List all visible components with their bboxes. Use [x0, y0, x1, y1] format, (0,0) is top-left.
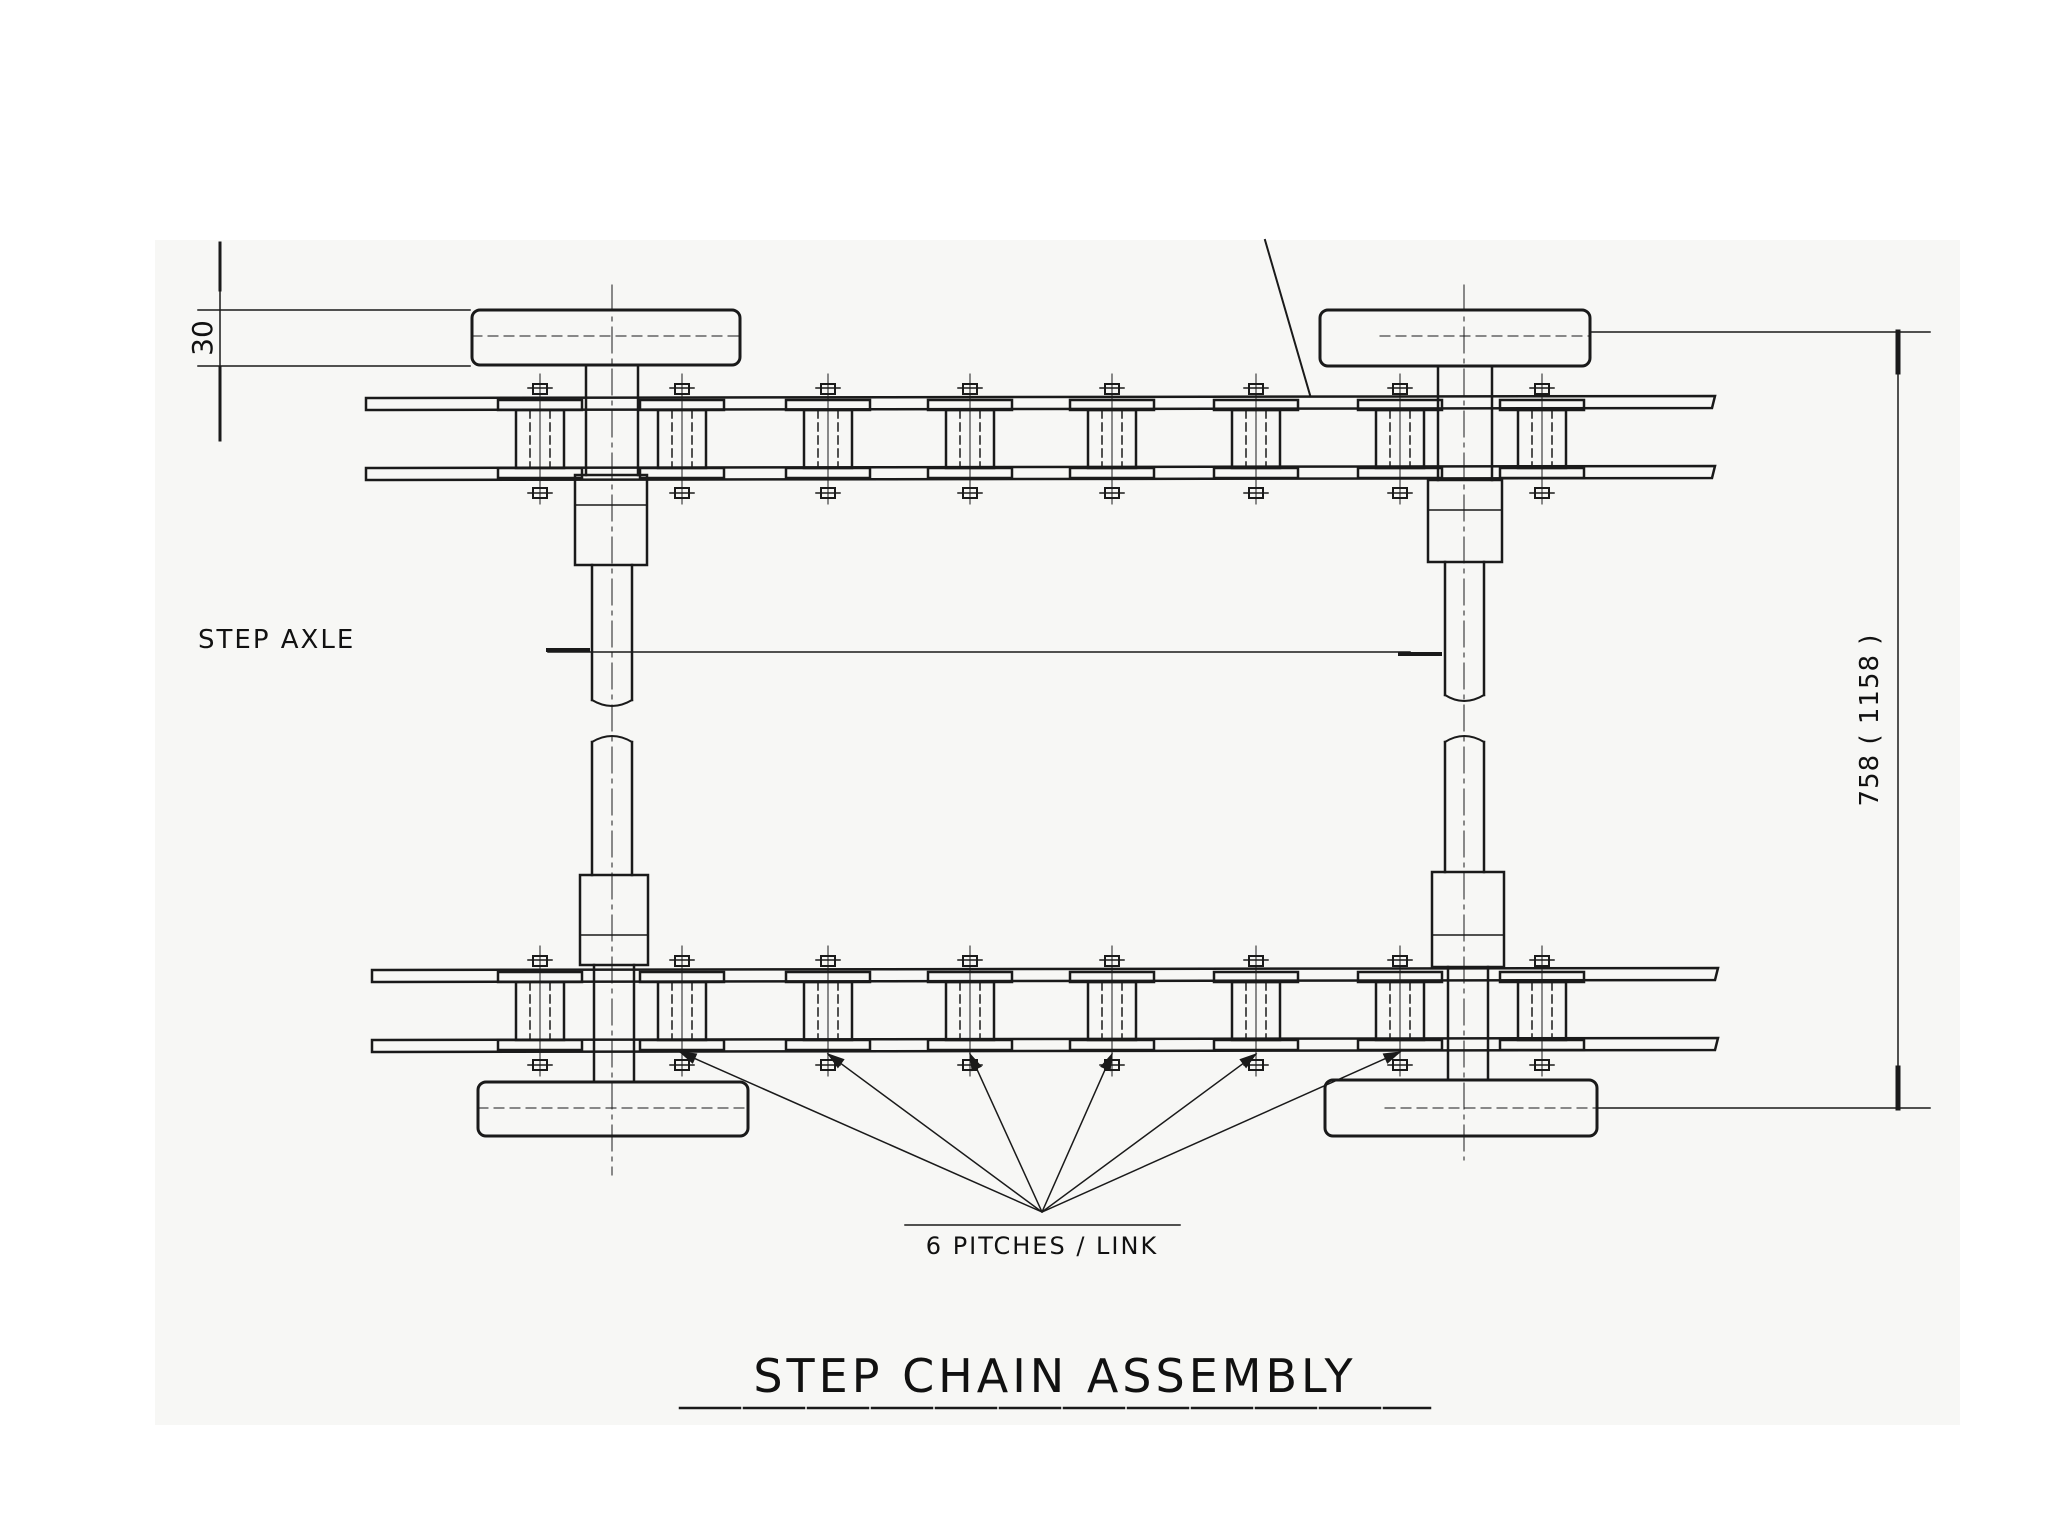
chain-bottom-pin-1: [496, 945, 584, 1077]
chain-top-pin-7: [1356, 373, 1444, 505]
leader-pitch-arrow-5: [1040, 1052, 1258, 1214]
label-step-axle: STEP AXLE: [198, 625, 355, 655]
step-axle-right: [1426, 364, 1506, 1082]
chain-top-pin-4: [926, 373, 1014, 505]
step-roller-bottom-right: [1323, 1078, 1599, 1138]
leader-pitch-arrow-6: [1041, 1051, 1402, 1213]
leader-pitches: [678, 1051, 1402, 1226]
chain-bottom: [370, 945, 1720, 1077]
dimension-label-step-thickness: 30: [186, 320, 219, 356]
dimension-label-overall-length: 758 ( 1158 ): [1855, 634, 1885, 807]
chain-top-pin-6: [1212, 373, 1300, 505]
dimension-step-thickness: [197, 241, 471, 442]
drawing-title: STEP CHAIN ASSEMBLY: [753, 1349, 1356, 1403]
chain-top-pin-8: [1498, 373, 1586, 505]
step-roller-bottom-left: [476, 1080, 750, 1138]
chain-top-pin-3: [784, 373, 872, 505]
chain-bottom-pin-5: [1068, 945, 1156, 1077]
leader-pitch-arrow-4: [1041, 1052, 1113, 1213]
chain-top: [364, 373, 1717, 505]
step-roller-top-right: [1318, 308, 1592, 368]
leader-chain-top: [1263, 238, 1312, 397]
chain-top-pin-1: [496, 373, 584, 505]
paper-background: [155, 240, 1960, 1425]
chain-bottom-pin-7: [1356, 945, 1444, 1077]
leader-step-axle: [546, 648, 1442, 656]
chain-bottom-pin-8: [1498, 945, 1586, 1077]
chain-bottom-pin-3: [784, 945, 872, 1077]
step-roller-top-left: [470, 308, 742, 367]
step-axle-left: [573, 363, 650, 1084]
chain-bottom-pin-4: [926, 945, 1014, 1077]
leader-pitch-arrow-2: [826, 1052, 1044, 1214]
chain-top-pin-5: [1068, 373, 1156, 505]
chain-top-pin-2: [638, 373, 726, 505]
chain-bottom-pin-6: [1212, 945, 1300, 1077]
leader-pitch-arrow-3: [969, 1052, 1043, 1213]
dimension-overall-length: [1591, 329, 1931, 1111]
label-pitches-per-link: 6 PITCHES / LINK: [926, 1232, 1158, 1260]
leader-pitch-arrow-1: [678, 1051, 1043, 1213]
